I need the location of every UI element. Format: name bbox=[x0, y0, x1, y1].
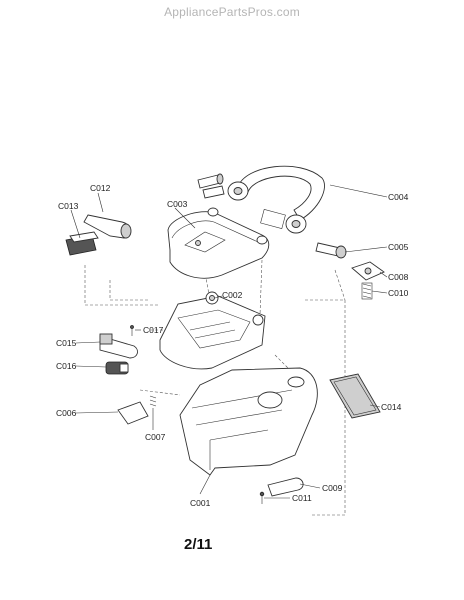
part-exhaust-filter bbox=[329, 373, 381, 419]
label-c002: C002 bbox=[222, 290, 243, 300]
part-crevice-tool bbox=[83, 214, 132, 239]
label-c008: C008 bbox=[388, 272, 409, 282]
part-dusting-brush bbox=[65, 231, 99, 256]
label-c015: C015 bbox=[56, 338, 77, 348]
label-c011: C011 bbox=[292, 493, 312, 503]
part-hinge-pin bbox=[315, 242, 347, 259]
page-number: 2/11 bbox=[184, 536, 213, 553]
part-screw bbox=[259, 491, 265, 504]
part-spring bbox=[361, 282, 373, 300]
part-labels: C004 C005 C008 C010 C014 C009 C011 C001 … bbox=[56, 183, 409, 508]
part-button-spring bbox=[149, 395, 157, 407]
label-c004: C004 bbox=[388, 192, 409, 202]
part-button bbox=[117, 401, 149, 425]
label-c005: C005 bbox=[388, 242, 409, 252]
label-c014: C014 bbox=[381, 402, 402, 412]
label-c016: C016 bbox=[56, 361, 77, 371]
part-handle bbox=[227, 165, 325, 234]
part-switch-body bbox=[105, 361, 129, 375]
label-c010: C010 bbox=[388, 288, 409, 298]
label-c007: C007 bbox=[145, 432, 166, 442]
label-c009: C009 bbox=[322, 483, 343, 493]
part-top-cover bbox=[167, 207, 270, 279]
leader-lines bbox=[70, 184, 388, 499]
label-c017: C017 bbox=[143, 325, 164, 335]
label-c012: C012 bbox=[90, 183, 111, 193]
part-main-body bbox=[179, 367, 318, 476]
part-switch-knob bbox=[99, 333, 138, 359]
part-latch bbox=[351, 261, 385, 281]
part-filter-frame bbox=[159, 291, 266, 370]
part-clip bbox=[267, 477, 304, 497]
label-c001: C001 bbox=[190, 498, 211, 508]
watermark: AppliancePartsPros.com bbox=[164, 5, 300, 19]
part-screw-small bbox=[130, 325, 134, 336]
label-c013: C013 bbox=[58, 201, 79, 211]
label-c003: C003 bbox=[167, 199, 188, 209]
label-c006: C006 bbox=[56, 408, 77, 418]
part-handle-pin-left bbox=[197, 173, 225, 199]
